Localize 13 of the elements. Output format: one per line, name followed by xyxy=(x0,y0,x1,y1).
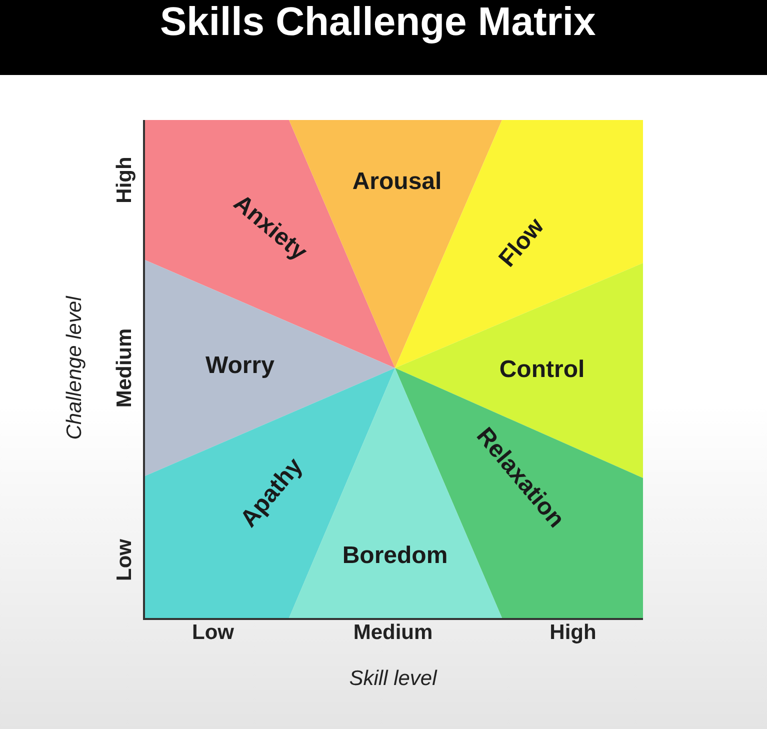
y-axis-title: Challenge level xyxy=(63,296,87,440)
zone-label: Boredom xyxy=(342,542,448,570)
x-axis-title: Skill level xyxy=(349,667,437,691)
x-tick-label: Low xyxy=(192,621,234,645)
zone-label: Worry xyxy=(206,352,274,380)
zone-label: Arousal xyxy=(352,168,442,196)
y-tick-label: High xyxy=(113,156,137,204)
y-tick-label: Low xyxy=(113,539,137,581)
title: Skills Challenge Matrix xyxy=(160,0,596,45)
y-tick-label: Medium xyxy=(113,328,137,408)
x-tick-label: Medium xyxy=(353,621,433,645)
zone-label: Control xyxy=(499,356,585,384)
x-tick-label: High xyxy=(550,621,596,645)
